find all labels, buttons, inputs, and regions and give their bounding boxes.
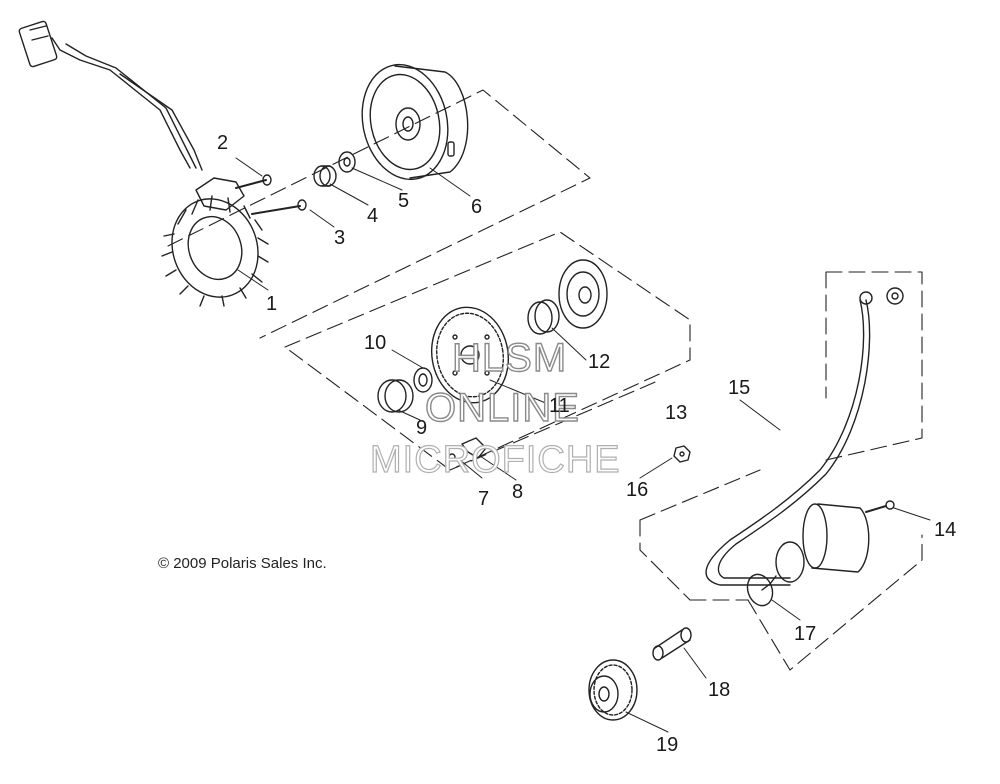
callout-19: 19 xyxy=(656,734,679,756)
sleeve-pulley-drawing xyxy=(527,259,608,335)
flywheel-drawing xyxy=(361,63,469,181)
starter-gear-drawing xyxy=(588,659,638,721)
callout-10: 10 xyxy=(364,332,387,354)
screw-drawing xyxy=(235,174,307,215)
copyright-notice: © 2009 Polaris Sales Inc. xyxy=(158,555,327,572)
callout-15: 15 xyxy=(728,377,751,399)
bushing-washer-drawing xyxy=(377,367,433,413)
idler-gear-drawing xyxy=(430,306,510,404)
group-boundary-stator-flywheel xyxy=(167,89,591,339)
watermark-line-1: HLSM xyxy=(451,336,568,380)
watermark-line-2: ONLINE xyxy=(424,386,580,430)
leader-lines xyxy=(235,157,931,733)
nut-drawing xyxy=(673,445,691,463)
cable-drawing xyxy=(705,287,904,586)
callout-4: 4 xyxy=(367,205,379,227)
callout-6: 6 xyxy=(471,196,483,218)
stator-drawing xyxy=(18,20,269,307)
callout-7: 7 xyxy=(478,488,490,510)
callout-14: 14 xyxy=(934,519,957,541)
callout-11: 11 xyxy=(549,395,570,417)
callout-9: 9 xyxy=(416,417,428,439)
callout-8: 8 xyxy=(512,481,524,503)
callout-3: 3 xyxy=(334,227,346,249)
watermark-line-3: MICROFICHE xyxy=(369,439,621,481)
callout-16: 16 xyxy=(626,479,649,501)
callout-13: 13 xyxy=(665,402,688,424)
clip-drawing xyxy=(448,437,487,461)
group-boundary-starter xyxy=(639,271,923,671)
callout-17: 17 xyxy=(794,623,817,645)
callout-18: 18 xyxy=(708,679,731,701)
starter-motor-drawing xyxy=(761,500,895,591)
o-ring-drawing xyxy=(746,573,774,607)
callout-2: 2 xyxy=(217,132,229,154)
callout-12: 12 xyxy=(588,351,611,373)
bearing-washer-drawing xyxy=(313,151,356,187)
callout-5: 5 xyxy=(398,190,410,212)
callout-1: 1 xyxy=(266,293,278,315)
shaft-drawing xyxy=(652,627,692,661)
group-boundary-idler-gear xyxy=(284,231,691,471)
